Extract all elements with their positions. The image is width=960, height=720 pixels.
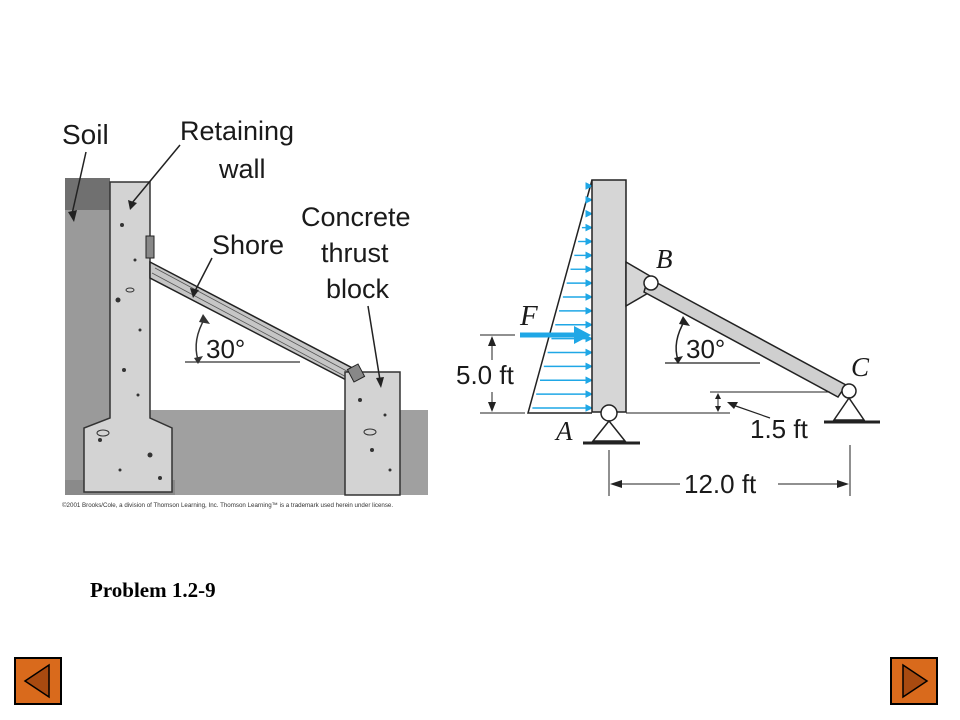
load-arrow-head bbox=[585, 223, 594, 232]
load-arrow-head bbox=[585, 279, 594, 287]
triangle-right-icon bbox=[902, 663, 929, 699]
load-arrow-head bbox=[585, 390, 594, 398]
angle-arc-arrow-bottom bbox=[194, 356, 203, 364]
retaining-wall-stem bbox=[83, 181, 173, 493]
label-point-c: C bbox=[851, 352, 870, 382]
problem-caption: Problem 1.2-9 bbox=[90, 578, 216, 602]
shore-bracket bbox=[145, 235, 155, 259]
force-arrow-head bbox=[574, 326, 591, 344]
triangle-left-icon bbox=[23, 663, 50, 699]
diagram-angle-arrow-top bbox=[679, 316, 690, 326]
previous-slide-button[interactable] bbox=[14, 657, 62, 705]
block-aggregate bbox=[358, 398, 392, 472]
wall-leader-arrow bbox=[128, 200, 137, 210]
offset-arrow-top bbox=[715, 393, 721, 399]
load-arrow-head bbox=[585, 182, 594, 190]
thrust-block bbox=[344, 371, 401, 496]
pin-b bbox=[643, 275, 659, 291]
diagram-angle-arrow-bottom bbox=[674, 356, 683, 364]
dim-height-arrow-bottom bbox=[488, 402, 496, 412]
shore-label: Shore bbox=[212, 230, 284, 260]
dim-height-arrow-top bbox=[488, 336, 496, 346]
shore-leader bbox=[194, 257, 213, 292]
soil-leader bbox=[71, 151, 87, 215]
soil-label: Soil bbox=[62, 119, 109, 150]
label-point-a: A bbox=[554, 416, 573, 446]
load-arrow-head bbox=[585, 404, 594, 412]
shore-grain bbox=[151, 267, 357, 381]
strut-bc bbox=[643, 276, 848, 398]
retaining-wall-label-1: Retaining bbox=[180, 116, 294, 146]
wall-member bbox=[591, 179, 627, 413]
load-arrow-head bbox=[585, 307, 594, 315]
load-arrow-head bbox=[585, 209, 594, 218]
angle-arc-arrow-top bbox=[199, 314, 210, 324]
label-span: 12.0 ft bbox=[684, 469, 757, 499]
load-arrow-head bbox=[585, 320, 594, 329]
photo-angle-label: 30° bbox=[206, 334, 245, 364]
distributed-load-outline bbox=[527, 179, 593, 414]
structural-diagram: B A C F 5.0 ft 30° 1.5 ft 12.0 ft bbox=[456, 179, 880, 499]
distributed-load-arrows bbox=[532, 182, 594, 412]
label-force: F bbox=[519, 300, 538, 332]
block-leader-arrow bbox=[376, 377, 384, 388]
load-arrow-head bbox=[585, 196, 594, 204]
span-arrow-right bbox=[837, 480, 849, 488]
label-offset: 1.5 ft bbox=[750, 414, 809, 444]
retaining-wall-illustration: 30° Soil Retaining wall Shore Concrete t… bbox=[62, 116, 428, 509]
wall-aggregate bbox=[96, 223, 162, 480]
soil-leader-arrow bbox=[68, 210, 77, 222]
pin-a bbox=[600, 404, 618, 422]
block-label-2: thrust bbox=[321, 238, 389, 268]
span-arrow-left bbox=[610, 480, 622, 488]
load-arrow-head bbox=[585, 293, 594, 301]
diagram-angle-arc bbox=[675, 319, 686, 361]
block-label-1: Concrete bbox=[301, 202, 411, 232]
angle-arc bbox=[195, 317, 206, 361]
label-point-b: B bbox=[656, 244, 673, 274]
load-arrow-head bbox=[585, 362, 594, 371]
shore-leader-arrow bbox=[190, 288, 199, 298]
soil-top-band bbox=[65, 178, 110, 210]
load-arrow-head bbox=[585, 376, 594, 385]
copyright-notice: ©2001 Brooks/Cole, a division of Thomson… bbox=[62, 502, 393, 509]
load-arrow-head bbox=[585, 348, 594, 357]
block-leader bbox=[367, 305, 381, 381]
support-c bbox=[832, 396, 866, 421]
load-arrow-head bbox=[585, 251, 594, 260]
load-arrow-head bbox=[585, 265, 594, 274]
label-diagram-angle: 30° bbox=[686, 334, 725, 364]
retaining-wall-label-2: wall bbox=[218, 154, 266, 184]
block-plate bbox=[346, 363, 366, 383]
next-slide-button[interactable] bbox=[890, 657, 938, 705]
support-a bbox=[591, 419, 627, 442]
block-label-3: block bbox=[326, 274, 390, 304]
label-height: 5.0 ft bbox=[456, 360, 515, 390]
offset-arrow-bottom bbox=[715, 406, 721, 412]
problem-figure: 30° Soil Retaining wall Shore Concrete t… bbox=[62, 116, 880, 509]
pin-c bbox=[841, 383, 857, 399]
offset-leader-arrow bbox=[727, 402, 738, 409]
load-arrow-head bbox=[585, 334, 594, 343]
load-arrow-head bbox=[585, 237, 594, 246]
offset-leader bbox=[729, 403, 771, 419]
wall-leader bbox=[131, 144, 181, 204]
